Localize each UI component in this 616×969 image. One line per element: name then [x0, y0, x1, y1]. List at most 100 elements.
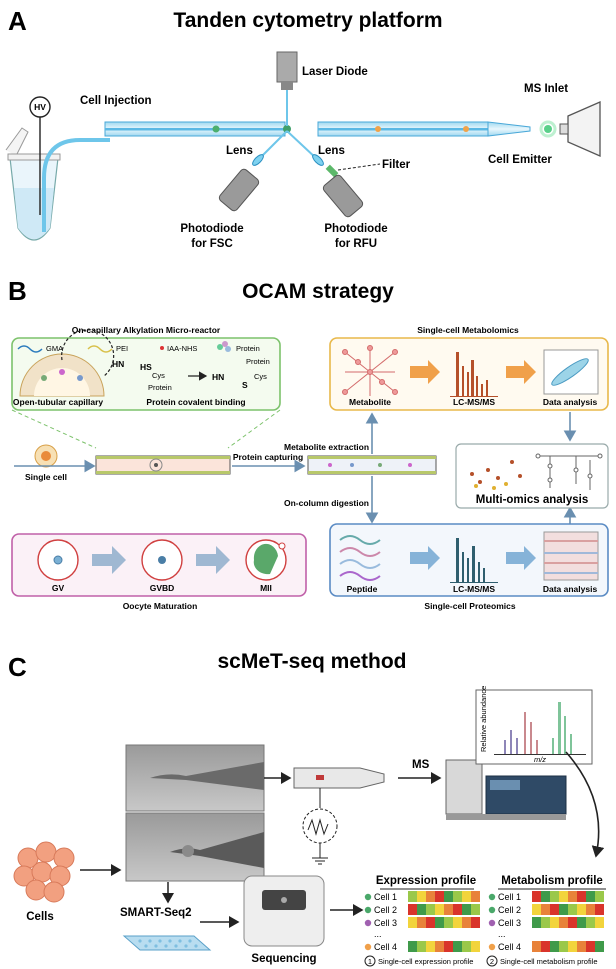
heatmap-cell [595, 891, 604, 902]
photodiode-rfu-label-1: Photodiode [324, 223, 387, 235]
svg-text:2: 2 [490, 957, 494, 966]
lens-right-icon [312, 154, 324, 166]
heatmap-cell [471, 941, 480, 952]
svg-text:Data analysis: Data analysis [543, 397, 598, 407]
cell-emitter-label: Cell Emitter [488, 154, 552, 166]
oocyte-mii-icon [245, 539, 287, 581]
hv-electrode-icon: HV [29, 96, 51, 215]
on-column-digestion-label: On-column digestion [284, 498, 369, 508]
metabolism-heatmap [532, 891, 604, 952]
expression-heatmap [408, 891, 480, 952]
cell-row-label: Cell 2 [374, 905, 397, 915]
cell-row-label: ... [374, 929, 382, 939]
footnote-2: Single-cell metabolism profile [500, 957, 598, 966]
lens-left-icon [252, 154, 264, 166]
cell-row-label: Cell 1 [498, 892, 521, 902]
arrow-icon [410, 360, 440, 384]
heatmap-cell [426, 904, 435, 915]
heatmap-cell [595, 941, 604, 952]
heatmap-cell [550, 891, 559, 902]
heatmap-cell [559, 904, 568, 915]
micropipette-micrograph-bottom [125, 812, 265, 882]
heatmap-cell [541, 941, 550, 952]
heatmap-cell [462, 941, 471, 952]
svg-text:LC-MS/MS: LC-MS/MS [453, 584, 495, 594]
single-cell-icon [34, 444, 58, 468]
heatmap-cell [586, 917, 595, 928]
alkylation-reactor-box: On-capillary Alkylation Micro-reactor GM… [11, 325, 281, 411]
ms-inlet-icon [559, 101, 601, 157]
cells-label: Cells [26, 911, 54, 923]
flow-capillary [104, 120, 557, 138]
heatmap-cell [408, 904, 417, 915]
svg-text:LC-MS/MS: LC-MS/MS [453, 397, 495, 407]
svg-text:Protein: Protein [148, 383, 172, 392]
heatmap-cell [426, 941, 435, 952]
cell-dot-icon [488, 906, 496, 914]
multi-omics-box: Multi-omics analysis [455, 412, 609, 534]
arrow-icon [506, 546, 536, 570]
peptide-icon [339, 535, 381, 581]
heatmap-cell [550, 917, 559, 928]
photodiode-rfu-icon [322, 174, 364, 218]
svg-text:MII: MII [260, 583, 272, 593]
heatmap-cell [550, 904, 559, 915]
panel-c-title: scMeT-seq method [217, 650, 406, 673]
open-tubular-capillary-icon [19, 329, 115, 397]
svg-text:Metabolite: Metabolite [349, 397, 391, 407]
svg-text:Cys: Cys [254, 372, 267, 381]
heatmap-cell [532, 917, 541, 928]
heatmap-cell [595, 904, 604, 915]
heatmap-cell [595, 917, 604, 928]
laser-diode-label: Laser Diode [302, 66, 368, 78]
gma-icon [17, 345, 43, 353]
arrow-icon [196, 546, 230, 574]
heatmap-cell [541, 904, 550, 915]
heatmap-cell [408, 941, 417, 952]
heatmap-cell [471, 891, 480, 902]
metabolite-network-icon [342, 345, 398, 396]
cell-dot-icon [364, 919, 372, 927]
photodiode-fsc-label-1: Photodiode [180, 223, 243, 235]
cells-cluster-icon [13, 841, 75, 903]
sequencing-label: Sequencing [251, 953, 316, 965]
panel-c-letter: C [8, 652, 27, 682]
data-analysis-plot-icon [543, 349, 599, 395]
heatmap-cell [586, 904, 595, 915]
protein-icon [217, 341, 231, 352]
panel-c: C scMeT-seq method Cells [8, 650, 606, 967]
ms-label: MS [412, 759, 430, 771]
sample-tube-icon [5, 127, 61, 241]
heatmap-cell [462, 891, 471, 902]
lens-left-label: Lens [226, 145, 253, 157]
optics [252, 130, 381, 178]
heatmap-cell [532, 904, 541, 915]
heatmap-cell [453, 904, 462, 915]
heatmap-cell [577, 941, 586, 952]
protein-capturing-label: Protein capturing [233, 452, 303, 462]
heatmap-cell [471, 917, 480, 928]
single-cell-label: Single cell [25, 472, 67, 482]
svg-text:GMA: GMA [46, 344, 63, 353]
panel-b-letter: B [8, 276, 27, 306]
filter-label: Filter [382, 159, 411, 171]
heatmap-cell [426, 917, 435, 928]
heatmap-cell [462, 917, 471, 928]
svg-text:Protein: Protein [236, 344, 260, 353]
photodiode-fsc-label-2: for FSC [191, 238, 233, 250]
heatmap-cell [577, 891, 586, 902]
heatmap-cell [568, 941, 577, 952]
heatmap-cell [586, 941, 595, 952]
arrow-icon [92, 546, 126, 574]
svg-text:HV: HV [34, 102, 46, 112]
ms-inlet-label: MS Inlet [524, 83, 568, 95]
heatmap-cell [444, 904, 453, 915]
svg-text:IAA-NHS: IAA-NHS [167, 344, 197, 353]
cell-dot-icon [364, 943, 372, 951]
heatmap-cell [541, 917, 550, 928]
cell-dot-icon [364, 906, 372, 914]
heatmap-cell [417, 891, 426, 902]
